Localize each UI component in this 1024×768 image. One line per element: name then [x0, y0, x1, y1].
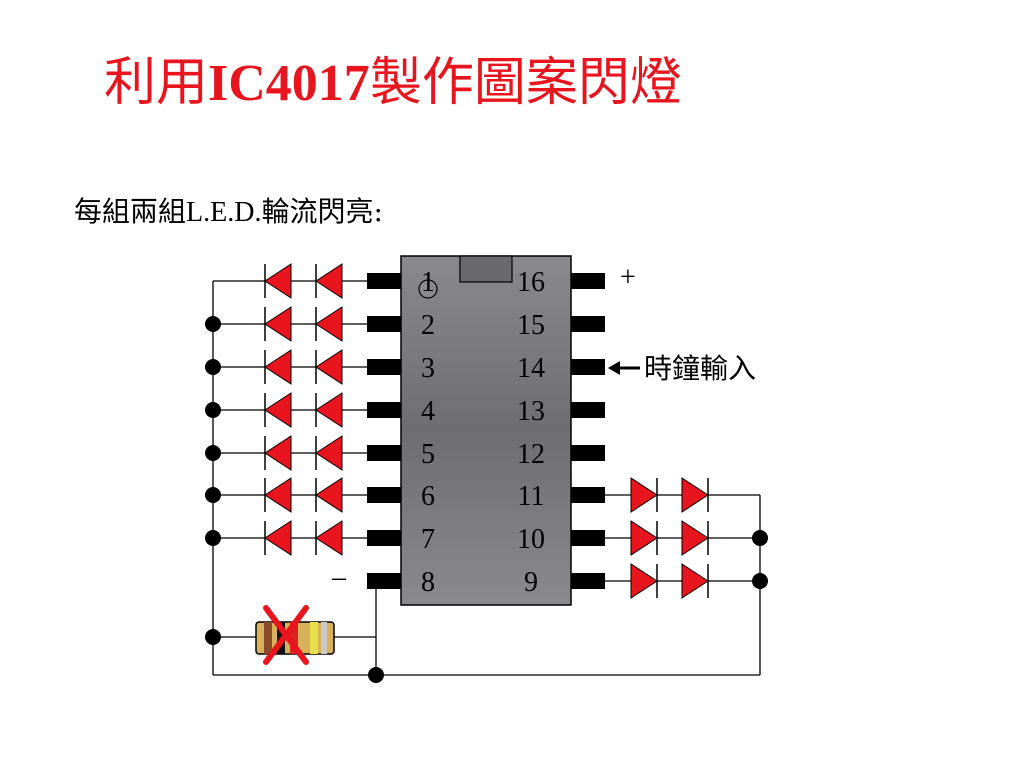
pin-number-left: 6 [421, 481, 435, 512]
ic-pin-right-14 [571, 359, 605, 375]
pin-number-left: 4 [421, 396, 435, 427]
led-diode-icon [264, 520, 292, 556]
junction-dot [205, 402, 221, 418]
slide-subtitle: 每組兩組L.E.D.輪流閃亮: [74, 190, 383, 230]
ic-pin-left-3 [367, 359, 401, 375]
pin-number-right: 14 [517, 353, 545, 384]
pin-number-right: 10 [517, 524, 545, 555]
minus-sign: – [331, 562, 347, 593]
ic-pin-left-1 [367, 273, 401, 289]
left-row-4 [213, 392, 370, 428]
ic-pin-right-11 [571, 487, 605, 503]
ic-pin-left-4 [367, 402, 401, 418]
led-diode-icon [630, 520, 658, 556]
subtitle-led: L.E.D. [186, 197, 262, 228]
pin-number-right: 9 [524, 567, 538, 598]
junction-dot [205, 359, 221, 375]
ic-4017-body [400, 255, 572, 606]
led-diode-icon [630, 477, 658, 513]
led-diode-icon [315, 349, 343, 385]
led-diode-icon [681, 520, 709, 556]
junction-dot [205, 629, 221, 645]
subtitle-prefix: 每組兩組 [74, 195, 187, 228]
led-diode-icon [264, 349, 292, 385]
pin-number-right: 16 [517, 267, 545, 298]
left-row-7 [213, 520, 370, 556]
ic-pin-right-9 [571, 573, 605, 589]
led-diode-icon [315, 392, 343, 428]
led-diode-icon [264, 306, 292, 342]
clock-input-label: 時鐘輸入 [644, 352, 756, 385]
pin-number-left: 8 [421, 567, 435, 598]
ic-pin-left-7 [367, 530, 401, 546]
left-row-3 [213, 349, 370, 385]
title-suffix: 製作圖案閃燈 [369, 53, 682, 113]
led-diode-icon [681, 477, 709, 513]
junction-dot [752, 530, 768, 546]
led-diode-icon [315, 520, 343, 556]
cross-out-icon [263, 605, 309, 665]
ic-pin-right-16 [571, 273, 605, 289]
ic-pin-right-15 [571, 316, 605, 332]
pin1-marker [418, 279, 438, 299]
led-diode-icon [315, 435, 343, 471]
left-row-2 [213, 306, 370, 342]
junction-dot [205, 445, 221, 461]
ic-pin-left-2 [367, 316, 401, 332]
pin-number-right: 15 [517, 310, 545, 341]
led-diode-icon [264, 435, 292, 471]
right-row-8 [600, 563, 760, 599]
ic-pin-left-8 [367, 573, 401, 589]
left-row-1 [213, 263, 370, 299]
led-diode-icon [264, 477, 292, 513]
title-prefix: 利用 [104, 53, 209, 113]
junction-dot [205, 316, 221, 332]
ic-pins [367, 273, 605, 589]
junction-dot [368, 667, 384, 683]
ic-pin-right-12 [571, 445, 605, 461]
led-diode-icon [264, 263, 292, 299]
pin-number-left: 5 [421, 439, 435, 470]
junction-dot [205, 487, 221, 503]
ic-notch [459, 255, 513, 283]
clock-arrow-icon [608, 361, 640, 375]
led-diode-icon [315, 477, 343, 513]
pin-number-right: 13 [517, 396, 545, 427]
ic-pin-right-10 [571, 530, 605, 546]
left-led-rows [213, 263, 370, 556]
pin-number-right: 12 [517, 439, 545, 470]
pin-number-left: 7 [421, 524, 435, 555]
slide-title: 利用IC4017製作圖案閃燈 [104, 40, 682, 115]
left-row-5 [213, 435, 370, 471]
ic-pin-left-6 [367, 487, 401, 503]
junction-dots [205, 316, 768, 683]
right-row-7 [600, 520, 760, 556]
junction-dot [752, 573, 768, 589]
pin-number-right: 11 [518, 481, 545, 512]
led-diode-icon [630, 563, 658, 599]
pin-number-left: 1 [421, 267, 435, 298]
plus-sign: + [620, 262, 636, 293]
subtitle-suffix: 輪流閃亮: [261, 195, 383, 228]
left-row-6 [213, 477, 370, 513]
ic-pin-right-13 [571, 402, 605, 418]
right-led-rows [600, 477, 760, 599]
ic-pin-left-5 [367, 445, 401, 461]
pin-number-left: 2 [421, 310, 435, 341]
led-diode-icon [315, 306, 343, 342]
pin-number-left: 3 [421, 353, 435, 384]
led-diode-icon [264, 392, 292, 428]
right-row-6 [600, 477, 760, 513]
led-diode-icon [681, 563, 709, 599]
title-chip-name: IC4017 [208, 55, 370, 112]
junction-dot [205, 530, 221, 546]
led-diode-icon [315, 263, 343, 299]
